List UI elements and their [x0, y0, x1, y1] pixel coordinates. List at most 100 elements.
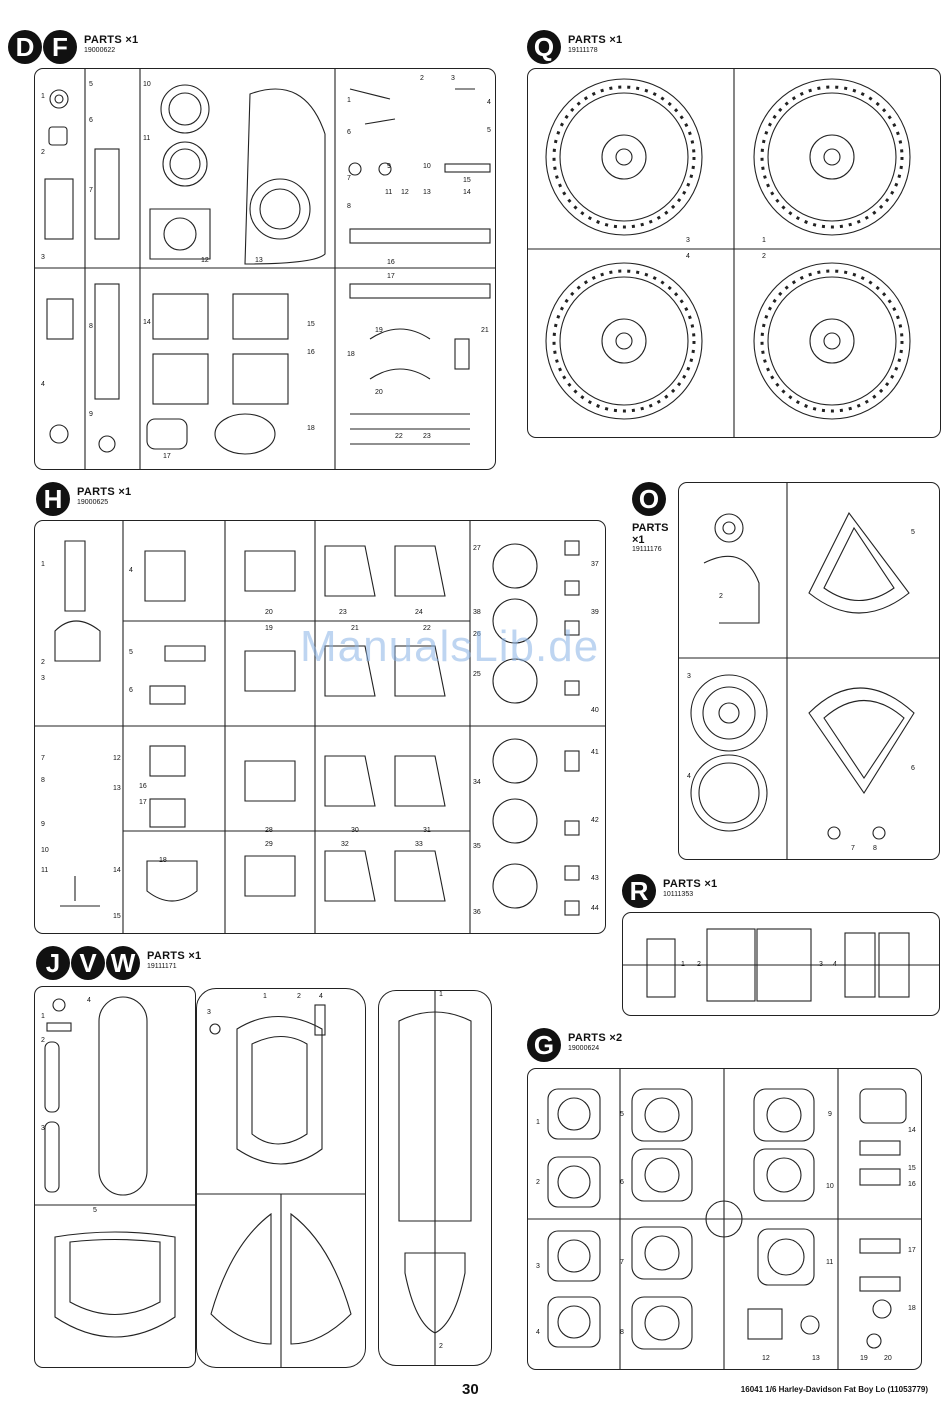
- part-number: 18: [347, 351, 355, 358]
- sprue-j-drawing: [35, 996, 195, 1338]
- sprue-df: 1 2 3 4 5 6 7 8 9 10 11 12 13 14 15 16 1…: [34, 68, 496, 470]
- part-number: 35: [473, 843, 481, 850]
- sprue-h-drawing: [35, 521, 605, 933]
- part-number: 3: [207, 1009, 211, 1016]
- sprue-h: 1 2 3 4 5 6 7 8 9 10 11 12 13 14 15 16 1…: [34, 520, 606, 934]
- sprue-q-header: Q PARTS ×1 19111178: [527, 30, 622, 64]
- part-number: 29: [265, 841, 273, 848]
- part-number: 41: [591, 749, 599, 756]
- part-number: 26: [473, 631, 481, 638]
- part-number: 9: [387, 163, 391, 170]
- parts-label: PARTS ×2: [568, 1032, 623, 1044]
- part-number: 1: [41, 93, 45, 100]
- sprue-jvw-header: J V W PARTS ×1 19111171: [36, 946, 201, 980]
- part-number: 4: [686, 253, 690, 260]
- part-number: 2: [536, 1179, 540, 1186]
- sprue-h-header: H PARTS ×1 19000625: [36, 482, 131, 516]
- part-number: 3: [819, 961, 823, 968]
- part-number: 4: [687, 773, 691, 780]
- part-number: 19: [860, 1355, 868, 1362]
- sprue-df-header: D F PARTS ×1 19000622: [8, 30, 138, 64]
- part-number: 39: [591, 609, 599, 616]
- part-number: 5: [93, 1207, 97, 1214]
- part-number: 15: [113, 913, 121, 920]
- part-number: 2: [41, 659, 45, 666]
- part-number: 2: [439, 1343, 443, 1350]
- sprue-j: 4 1 2 3 5: [34, 986, 196, 1368]
- sprue-df-drawing: [35, 69, 495, 469]
- part-number: 11: [143, 135, 151, 142]
- part-number: 6: [620, 1179, 624, 1186]
- parts-label: PARTS ×1: [663, 878, 718, 890]
- part-number: 38: [473, 609, 481, 616]
- part-number: 1: [439, 991, 443, 998]
- footer-title: 16041 1/6 Harley-Davidson Fat Boy Lo (11…: [740, 1385, 928, 1394]
- sprue-g-header: G PARTS ×2 19000624: [527, 1028, 622, 1062]
- part-number: 5: [89, 81, 93, 88]
- part-number: 6: [911, 765, 915, 772]
- sprue-w: 1 2: [378, 990, 492, 1366]
- part-number: 31: [423, 827, 431, 834]
- part-number: 4: [536, 1329, 540, 1336]
- sprue-r: 1 2 3 4: [622, 912, 940, 1016]
- sprue-letter-g: G: [527, 1028, 561, 1062]
- part-number: 28: [265, 827, 273, 834]
- part-number: 4: [41, 381, 45, 388]
- part-number: 10: [423, 163, 431, 170]
- part-number: 10: [143, 81, 151, 88]
- sprue-w-drawing: [398, 991, 472, 1365]
- part-code: 19111178: [568, 47, 598, 54]
- sprue-letter-h: H: [36, 482, 70, 516]
- sprue-letter-d: D: [8, 30, 42, 64]
- part-number: 13: [113, 785, 121, 792]
- part-number: 11: [41, 867, 49, 874]
- part-number: 2: [697, 961, 701, 968]
- part-number: 7: [41, 755, 45, 762]
- part-number: 16: [307, 349, 315, 356]
- part-number: 19: [265, 625, 273, 632]
- part-number: 9: [89, 411, 93, 418]
- part-number: 37: [591, 561, 599, 568]
- part-number: 44: [591, 905, 599, 912]
- part-number: 15: [307, 321, 315, 328]
- part-number: 13: [423, 189, 431, 196]
- part-number: 8: [347, 203, 351, 210]
- sprue-q: 3 1 4 2: [527, 68, 941, 438]
- part-number: 8: [41, 777, 45, 784]
- part-number: 21: [481, 327, 489, 334]
- part-number: 17: [908, 1247, 916, 1254]
- part-number: 33: [415, 841, 423, 848]
- part-number: 22: [423, 625, 431, 632]
- sprue-letter-f: F: [43, 30, 77, 64]
- part-number: 3: [41, 1125, 45, 1132]
- part-number: 4: [129, 567, 133, 574]
- part-number: 8: [620, 1329, 624, 1336]
- part-number: 3: [41, 254, 45, 261]
- sprue-q-drawing: [528, 69, 940, 437]
- sprue-letter-r: R: [622, 874, 656, 908]
- part-number: 32: [341, 841, 349, 848]
- sprue-g-drawing: [528, 1069, 921, 1369]
- part-number: 15: [908, 1165, 916, 1172]
- part-code: 19111176: [632, 546, 662, 553]
- part-number: 34: [473, 779, 481, 786]
- part-number: 5: [487, 127, 491, 134]
- sprue-letter-w: W: [106, 946, 140, 980]
- part-number: 16: [387, 259, 395, 266]
- part-number: 1: [41, 1013, 45, 1020]
- part-number: 3: [686, 237, 690, 244]
- part-number: 15: [463, 177, 471, 184]
- part-number: 24: [415, 609, 423, 616]
- part-number: 25: [473, 671, 481, 678]
- part-code: 19000624: [568, 1045, 600, 1052]
- part-number: 5: [129, 649, 133, 656]
- part-number: 17: [139, 799, 147, 806]
- part-number: 8: [873, 845, 877, 852]
- sprue-letter-o: O: [632, 482, 666, 516]
- part-number: 18: [307, 425, 315, 432]
- part-number: 18: [159, 857, 167, 864]
- part-number: 6: [129, 687, 133, 694]
- part-code: 10111353: [663, 891, 694, 898]
- part-number: 17: [163, 453, 171, 460]
- part-number: 12: [201, 257, 209, 264]
